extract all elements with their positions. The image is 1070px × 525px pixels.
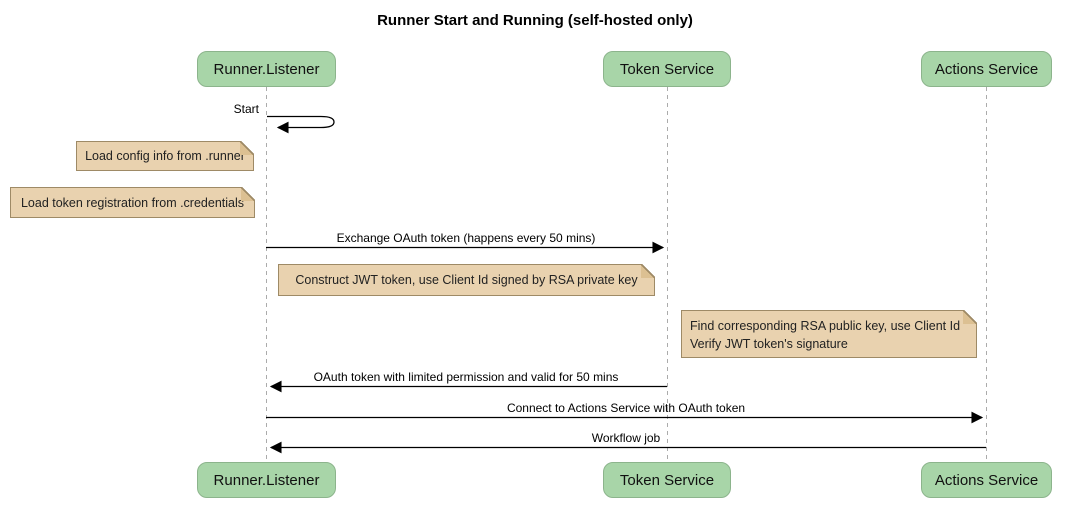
participant-label: Runner.Listener [213,60,320,78]
note-text-line1: Find corresponding RSA public key, use C… [690,319,961,333]
participant-bottom-runner-listener: Runner.Listener [197,462,336,498]
participant-top-runner-listener: Runner.Listener [197,51,336,87]
note-load-config: Load config info from .runner [76,141,254,171]
participant-top-actions-service: Actions Service [921,51,1052,87]
message-label-oauth-token-return: OAuth token with limited permission and … [313,370,619,384]
participant-label: Actions Service [934,60,1039,78]
participant-bottom-actions-service: Actions Service [921,462,1052,498]
diagram-title: Runner Start and Running (self-hosted on… [377,12,693,29]
participant-label: Token Service [619,60,715,78]
participant-bottom-token-service: Token Service [603,462,731,498]
note-load-token-registration: Load token registration from .credential… [10,187,255,218]
message-label-start: Start [233,102,259,116]
message-line-start-self-loop [267,115,335,134]
participant-top-token-service: Token Service [603,51,731,87]
participant-label: Actions Service [934,471,1039,489]
note-construct-jwt: Construct JWT token, use Client Id signe… [278,264,655,296]
note-text: Load config info from .runner [85,149,245,163]
participant-label: Token Service [619,471,715,489]
note-text: Load token registration from .credential… [20,195,245,210]
message-label-workflow-job: Workflow job [591,431,661,445]
note-text-line2: Verify JWT token's signature [690,337,848,352]
message-label-connect-actions-service: Connect to Actions Service with OAuth to… [506,401,746,415]
note-text: Construct JWT token, use Client Id signe… [295,273,638,287]
participant-label: Runner.Listener [213,471,320,489]
note-verify-jwt: Find corresponding RSA public key, use C… [681,310,977,358]
message-label-exchange-oauth-token: Exchange OAuth token (happens every 50 m… [336,231,596,245]
